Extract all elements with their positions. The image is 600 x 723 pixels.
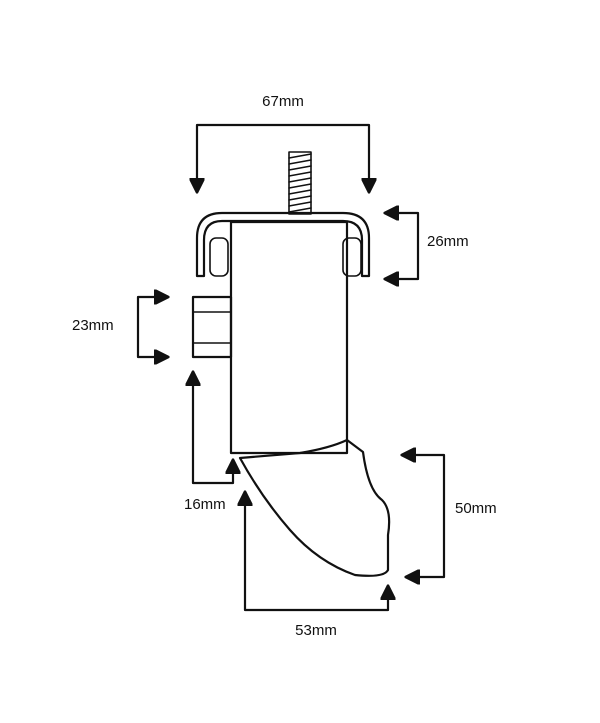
dimension-side-block: 23mm xyxy=(72,297,168,357)
dimension-foot-depth: 53mm xyxy=(245,492,388,639)
dimension-bracket-height: 26mm xyxy=(385,213,469,279)
label-foot-height: 50mm xyxy=(455,500,497,517)
label-heel-offset: 16mm xyxy=(184,496,226,513)
label-bracket-height: 26mm xyxy=(427,233,469,250)
side-block xyxy=(191,295,233,359)
right-pad xyxy=(342,237,362,277)
threaded-stud xyxy=(288,151,312,215)
label-foot-depth: 53mm xyxy=(295,622,337,639)
dimension-width-top: 67mm xyxy=(197,93,369,192)
label-width-top: 67mm xyxy=(262,93,304,110)
top-bracket xyxy=(195,211,371,278)
dimension-heel-offset: 16mm xyxy=(184,372,233,513)
left-pad xyxy=(209,237,229,277)
curved-foot xyxy=(238,438,391,577)
main-body xyxy=(229,220,349,455)
dimension-foot-height: 50mm xyxy=(402,455,497,577)
label-side-block: 23mm xyxy=(72,317,114,334)
